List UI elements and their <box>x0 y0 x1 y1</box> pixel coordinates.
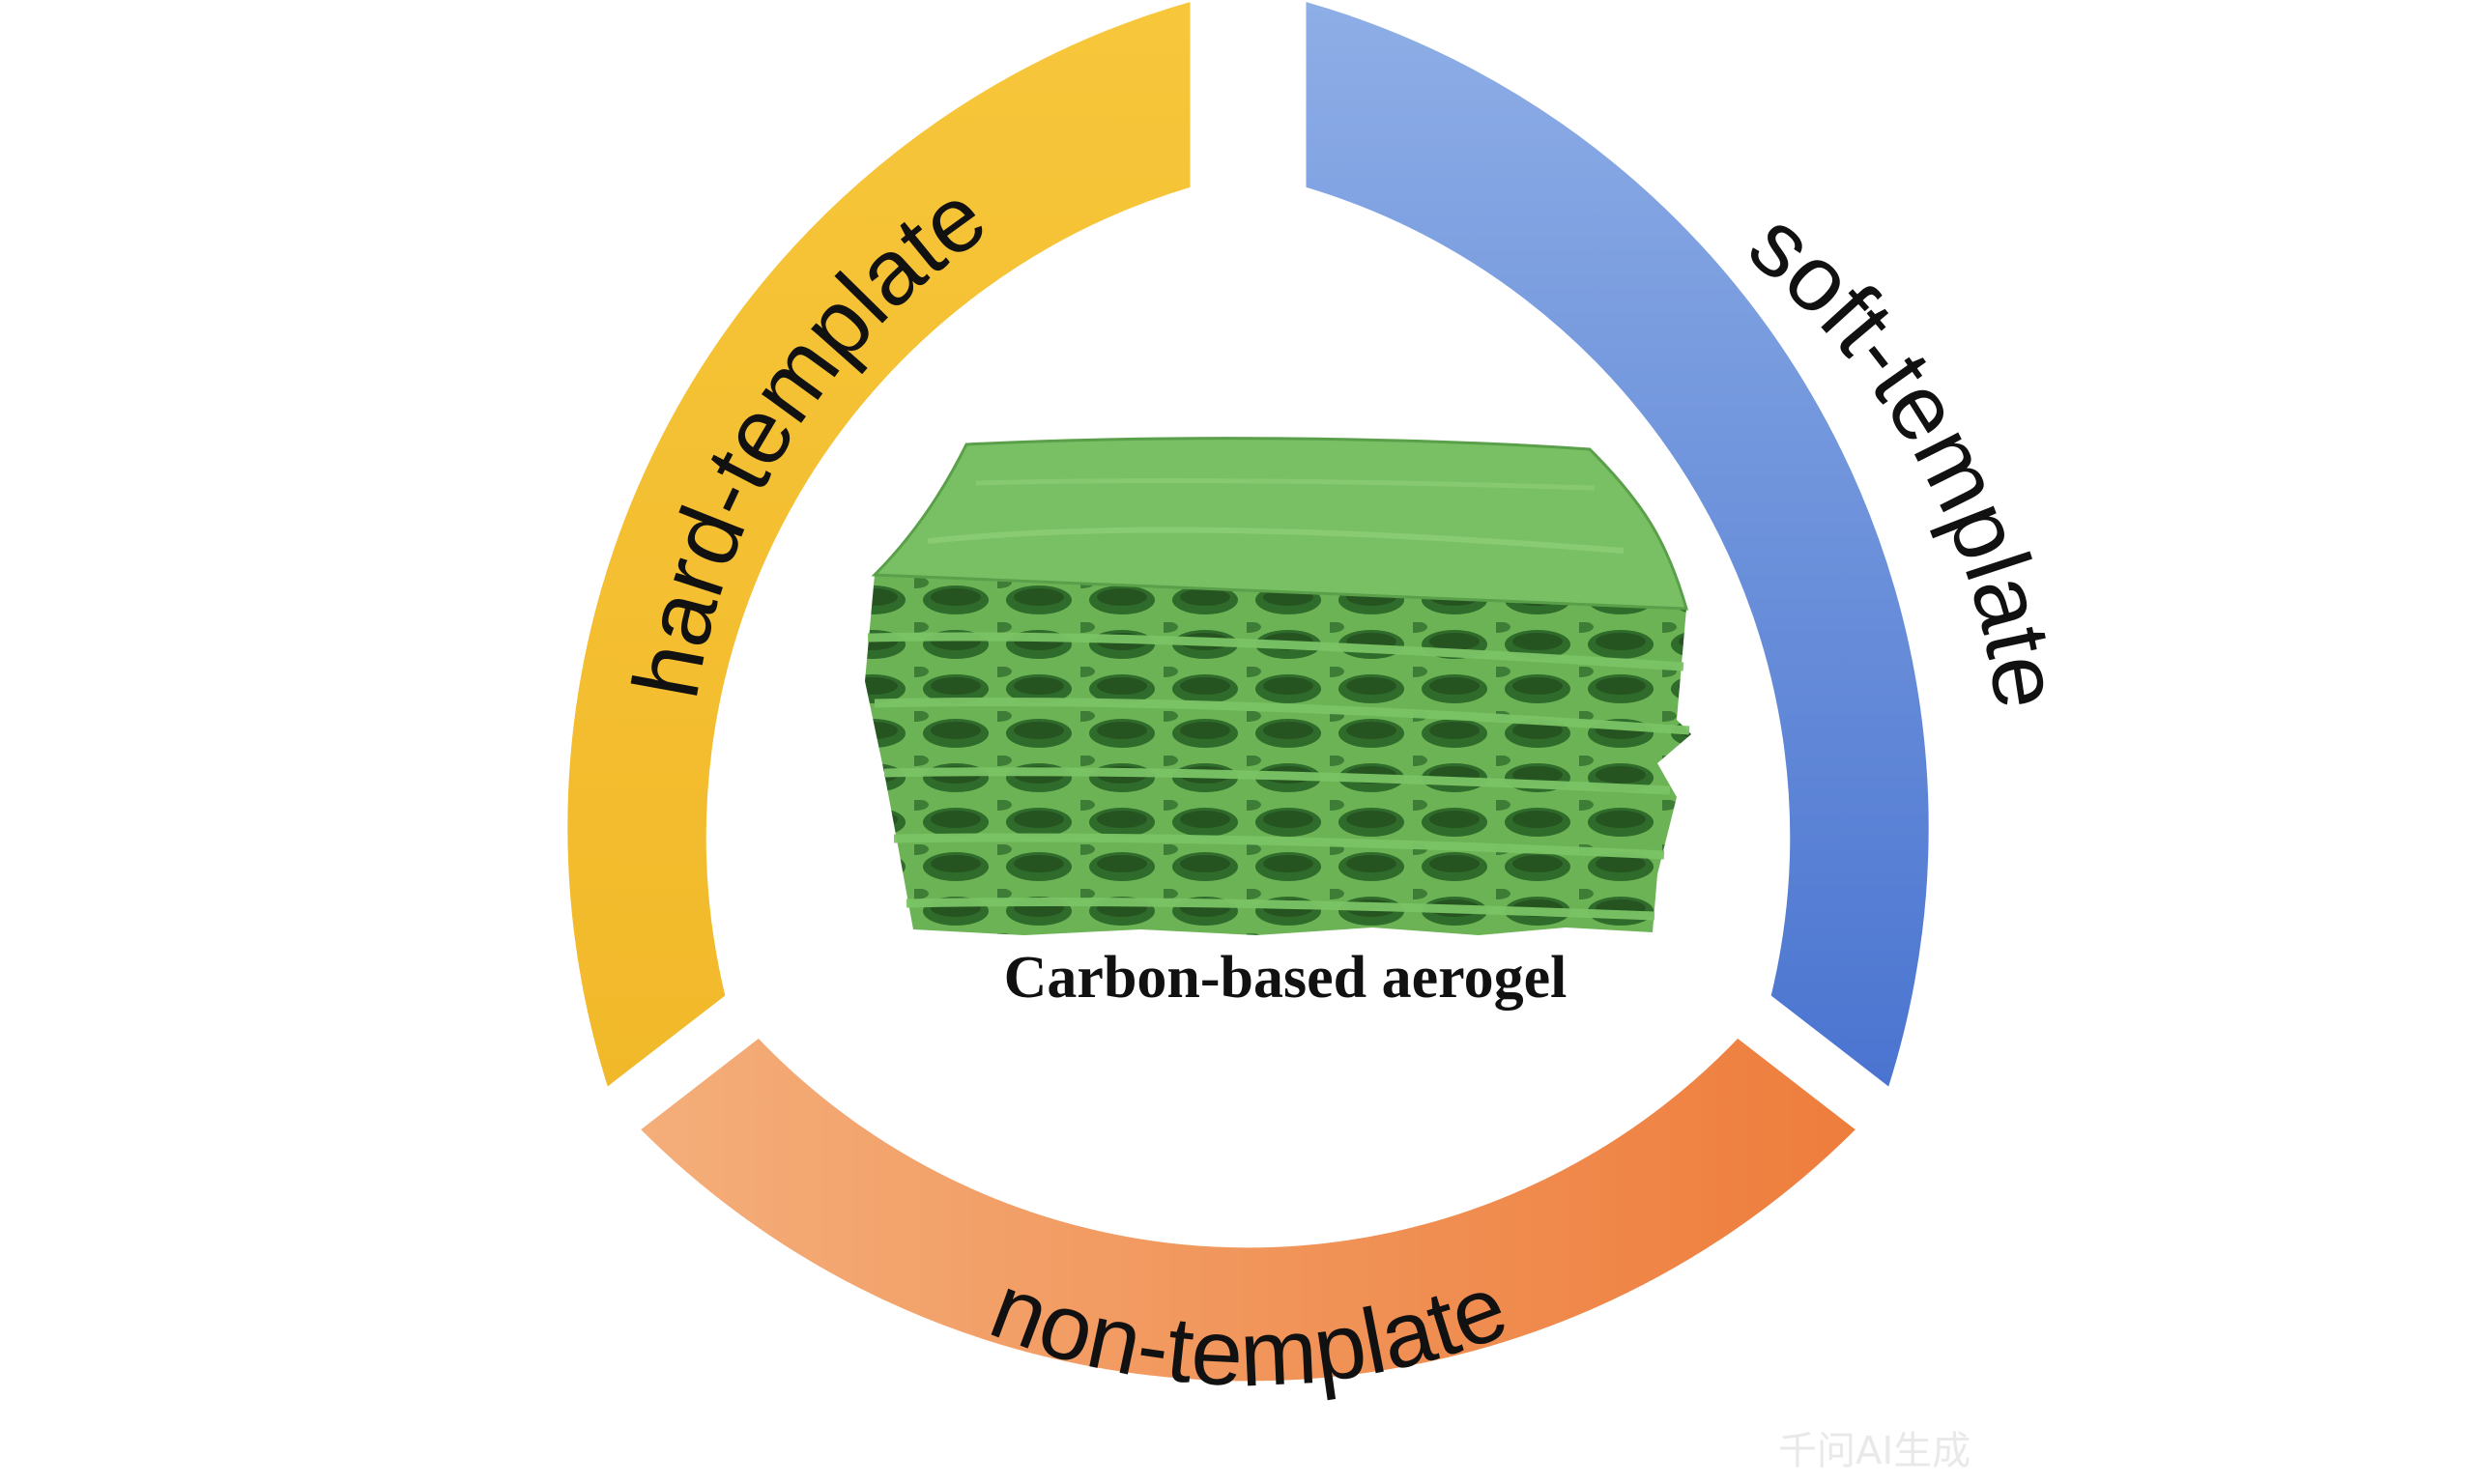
aerogel-illustration: Carbon-based aerogel <box>865 437 1691 1011</box>
segment-non-arc <box>637 1035 1859 1384</box>
segment-soft-arc <box>1303 0 1932 1091</box>
aerogel-layer-lines <box>867 632 1690 921</box>
watermark: 千问AI生成 <box>1778 1429 1971 1473</box>
segment-hard-arc <box>564 0 1194 1091</box>
center-caption: Carbon-based aerogel <box>1004 945 1568 1011</box>
aerogel-body <box>865 575 1691 935</box>
segment-non-template: non-template <box>637 1035 1859 1407</box>
